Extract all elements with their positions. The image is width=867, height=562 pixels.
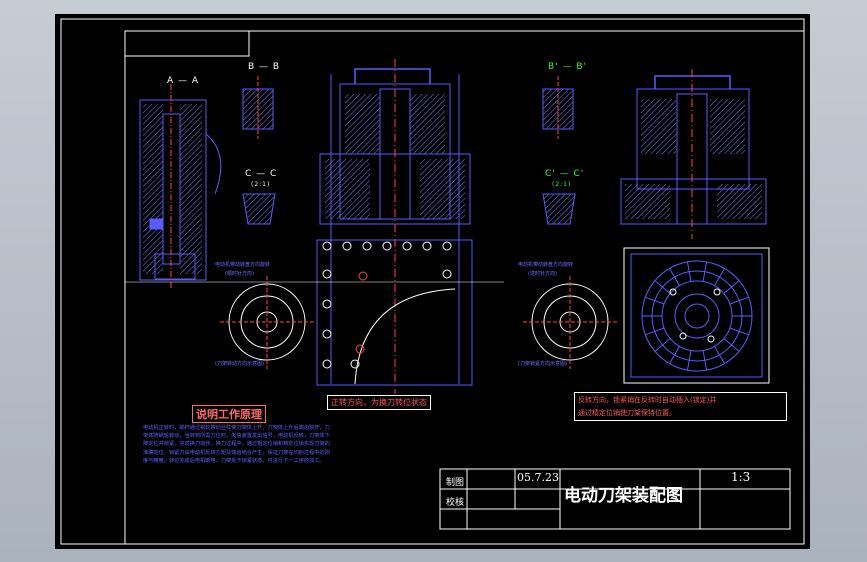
- annotation-right-bottom: (刀架锁紧方向示意图): [518, 361, 567, 367]
- left-section-base: [154, 253, 196, 280]
- right-plan-spoke: [729, 327, 749, 336]
- right-plan-spoke: [645, 327, 665, 336]
- left-section-hatch-1: [143, 104, 163, 274]
- right-view-housing: [620, 178, 767, 225]
- right-plan-bolt: [679, 332, 687, 340]
- left-section-arc: [205, 133, 222, 195]
- center-view-plate-arc: [354, 288, 456, 385]
- right-plan-bolt: [669, 288, 677, 296]
- annotation-right-top: 电动机带动转盘方向旋转: [518, 262, 574, 268]
- center-view-plate-hole: [322, 269, 332, 279]
- right-plan-bolt: [707, 335, 715, 343]
- right-plan-frame: [623, 247, 770, 384]
- right-plan-spoke: [669, 268, 680, 286]
- section-label-a-left: A — A: [167, 76, 200, 86]
- right-plan-spoke: [714, 268, 725, 286]
- section-c-left-shape: [242, 193, 276, 225]
- title-block-frame: [439, 468, 791, 530]
- center-view-plate-hole: [402, 241, 412, 251]
- notes-body: 电动机正转时，蜗杆通过蜗轮带动丝杠使刀架体上升，刀架体上升后端齿脱开，刀架体随蜗…: [143, 425, 330, 464]
- center-view-plate-hole: [322, 241, 332, 251]
- right-plan-spoke: [729, 296, 749, 305]
- center-view-pin: [358, 271, 368, 281]
- reference-box: [124, 30, 250, 57]
- annotation-left-top: 电动机带动转盘方向旋转: [215, 262, 271, 268]
- right-view-hatch-left: [641, 99, 676, 154]
- section-c-right-shape: [542, 193, 576, 225]
- center-view-plate-hole: [422, 241, 432, 251]
- right-view-body: [636, 88, 750, 190]
- section-label-b-left: B — B: [248, 62, 281, 72]
- center-view-plate-hole: [350, 359, 360, 369]
- right-plan-spoke: [714, 346, 725, 364]
- right-view-hatch-housing-l: [625, 184, 670, 219]
- title-block-checked-label: 校核: [446, 498, 465, 508]
- center-view-pin: [355, 344, 365, 354]
- right-caption-line-1: 反转方向，锁紧销在反转时自动插入(锁定)并: [578, 396, 717, 404]
- center-view-top-bracket: [354, 68, 431, 84]
- drawing-sheet: A — A B — B C — C (2:1) B' — B' C' — C' …: [55, 14, 810, 549]
- center-caption: 正转方向，为换刀转位状态: [327, 395, 431, 410]
- right-plan-spoke: [686, 261, 692, 282]
- center-view-plate-hole: [322, 299, 332, 309]
- annotation-left-top2: (顺时针方向): [225, 271, 254, 277]
- right-plan-spoke: [645, 296, 665, 305]
- center-view-plate: [316, 239, 473, 386]
- right-caption-line-2: 通过精定位销使刀架保持位置。: [578, 409, 676, 417]
- right-view-hatch-right: [710, 99, 745, 154]
- section-scale-c-left: (2:1): [251, 181, 271, 188]
- left-section-key: [149, 218, 163, 230]
- drawing-canvas: [60, 18, 805, 545]
- right-plan-spoke: [669, 346, 680, 364]
- title-block-scale: 1:3: [731, 470, 751, 484]
- right-plan-bolt: [713, 288, 721, 296]
- right-plan-ring: [661, 280, 733, 352]
- section-label-b-right: B' — B': [548, 62, 588, 72]
- right-plan-ring: [674, 293, 720, 339]
- center-view-plate-hole: [342, 241, 352, 251]
- notes-title: 说明工作原理: [192, 405, 266, 423]
- right-plan-ring: [651, 270, 743, 362]
- right-caption-box: 反转方向，锁紧销在反转时自动插入(锁定)并 通过精定位销使刀架保持位置。: [574, 392, 787, 421]
- center-view-plate-hole: [362, 241, 372, 251]
- section-label-c-right: C' — C': [545, 169, 585, 179]
- center-view-hatch-left: [345, 94, 380, 154]
- section-label-c-left: C — C: [245, 169, 278, 179]
- center-view-plate-hole: [322, 329, 332, 339]
- right-view-hatch-housing-r: [717, 184, 762, 219]
- section-scale-c-right: (2:1): [552, 181, 572, 188]
- title-block-drawn-date: 05.7.23: [517, 471, 559, 484]
- right-plan-spoke: [654, 338, 671, 352]
- left-section-hatch-2: [180, 104, 202, 274]
- annotation-left-bottom: (刀架转动方向示意图): [215, 361, 264, 367]
- right-plan-spoke: [723, 338, 740, 352]
- right-plan-spoke: [702, 350, 708, 371]
- center-view-hatch-housing-r: [420, 159, 465, 219]
- title-block-drawn-label: 制图: [446, 478, 465, 488]
- right-plan-spoke: [686, 350, 692, 371]
- center-view-hatch-housing-l: [325, 159, 370, 219]
- right-plan-inner: [630, 253, 763, 378]
- right-plan-spoke: [723, 280, 740, 294]
- annotation-right-top2: (逆时针方向): [528, 271, 557, 277]
- right-plan-spoke: [702, 261, 708, 282]
- center-view-plate-hole: [442, 241, 452, 251]
- center-view-plate-hole: [322, 359, 332, 369]
- right-plan-spoke: [654, 280, 671, 294]
- title-block-title: 电动刀架装配图: [564, 486, 683, 506]
- right-plan-ring: [684, 303, 710, 329]
- center-view-plate-hole: [382, 241, 392, 251]
- center-view-hatch-right: [410, 94, 445, 154]
- left-section-body: [139, 99, 207, 281]
- inner-border: [124, 30, 805, 545]
- center-view-plate-hole: [442, 269, 452, 279]
